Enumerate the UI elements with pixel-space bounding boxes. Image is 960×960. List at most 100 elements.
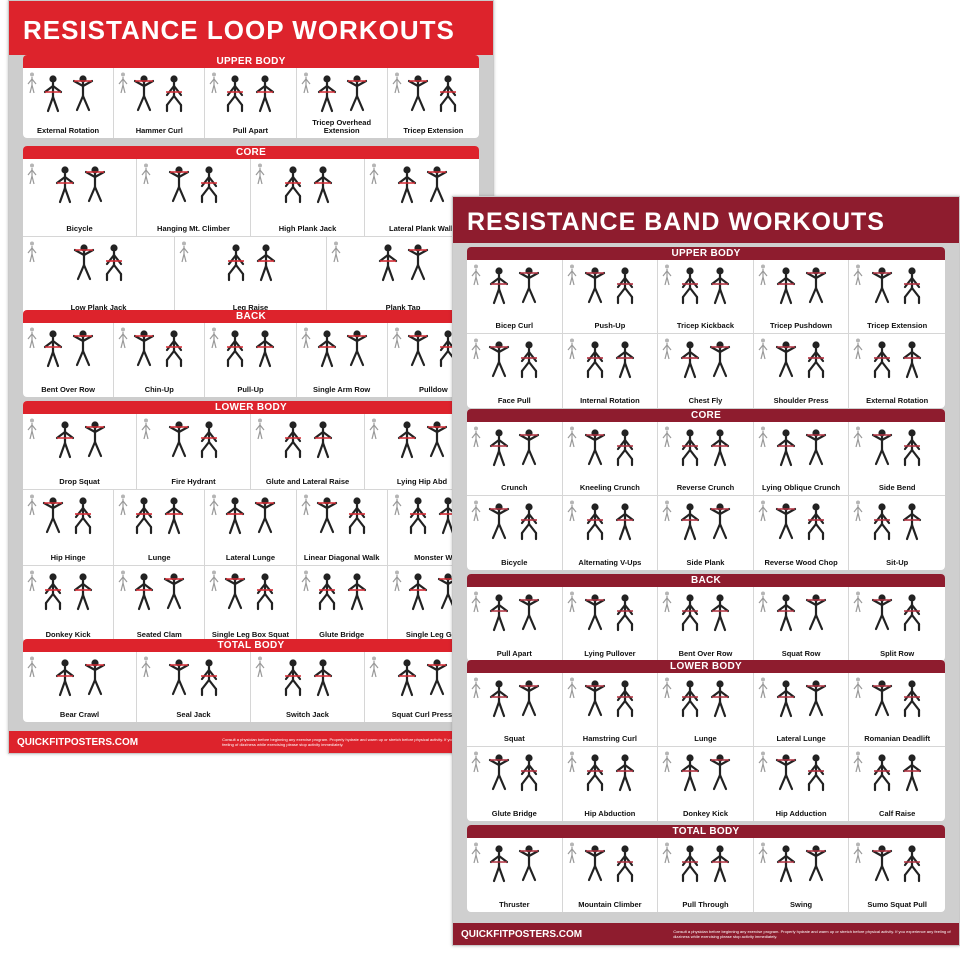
exercise-figure-icon: [677, 266, 733, 306]
exercise-figure-icon: [773, 844, 829, 884]
muscle-map-icon: [301, 570, 311, 597]
exercise-card-donkey-kick: Donkey Kick: [23, 566, 115, 642]
exercise-label: Lying Oblique Crunch: [762, 483, 841, 492]
exercise-label: Thruster: [499, 900, 530, 909]
exercise-figure-icon: [166, 658, 222, 698]
exercise-label: Calf Raise: [879, 809, 916, 818]
exercise-card-kneeling-crunch: Kneeling Crunch: [563, 422, 659, 495]
muscle-map-icon: [662, 264, 672, 291]
exercise-figure-icon: [582, 844, 638, 884]
loop-section-header: CORE: [23, 146, 479, 159]
muscle-map-icon: [853, 500, 863, 527]
muscle-map-icon: [758, 500, 768, 527]
exercise-figure-icon: [131, 329, 187, 369]
exercise-figure-icon: [773, 428, 829, 468]
muscle-map-icon: [27, 241, 37, 268]
muscle-map-icon: [255, 656, 265, 683]
muscle-map-icon: [853, 751, 863, 778]
exercise-label: Alternating V-Ups: [578, 558, 642, 567]
exercise-figure-icon: [486, 340, 542, 380]
exercise-figure-icon: [222, 496, 278, 536]
exercise-figure-icon: [52, 658, 108, 698]
exercise-figure-icon: [131, 74, 187, 114]
exercise-card-hamstring-curl: Hamstring Curl: [563, 673, 659, 746]
exercise-card-swing: Swing: [754, 838, 850, 912]
exercise-card-internal-rotation: Internal Rotation: [563, 334, 659, 408]
exercise-label: Mountain Climber: [578, 900, 642, 909]
exercise-figure-icon: [222, 329, 278, 369]
muscle-map-icon: [118, 494, 128, 521]
loop-poster-title: RESISTANCE LOOP WORKOUTS: [9, 1, 493, 55]
exercise-label: Hip Abduction: [584, 809, 636, 818]
band-section-total-body: TOTAL BODY Thruster Mountain Climber Pull T…: [467, 825, 945, 912]
exercise-card-hip-hinge: Hip Hinge: [23, 490, 115, 565]
exercise-card-bicep-curl: Bicep Curl: [467, 260, 563, 333]
exercise-label: Low Plank Jack: [70, 303, 127, 312]
exercise-label: Lateral Lunge: [225, 553, 276, 562]
exercise-figure-icon: [869, 428, 925, 468]
exercise-figure-icon: [314, 329, 370, 369]
muscle-map-icon: [27, 163, 37, 190]
exercise-card-pull-through: Pull Through: [658, 838, 754, 912]
band-poster-title: RESISTANCE BAND WORKOUTS: [453, 197, 959, 243]
exercise-card-bicycle: Bicycle: [23, 159, 137, 236]
muscle-map-icon: [662, 591, 672, 618]
exercise-label: Lateral Lunge: [776, 734, 826, 743]
exercise-label: Lunge: [694, 734, 717, 743]
exercise-card-lying-oblique-crunch: Lying Oblique Crunch: [754, 422, 850, 495]
exercise-card-single-arm-row: Single Arm Row: [297, 323, 388, 397]
exercise-card-bent-over-row: Bent Over Row: [658, 587, 754, 661]
muscle-map-icon: [27, 327, 37, 354]
exercise-card-chest-fly: Chest Fly: [658, 334, 754, 408]
exercise-card-external-rotation: External Rotation: [849, 334, 945, 408]
muscle-map-icon: [179, 241, 189, 268]
muscle-map-icon: [471, 500, 481, 527]
band-section-header: LOWER BODY: [467, 660, 945, 673]
exercise-card-tricep-overhead-extension: Tricep Overhead Extension: [297, 68, 388, 138]
exercise-label: Face Pull: [497, 396, 531, 405]
exercise-card-pull-up: Pull-Up: [205, 323, 297, 397]
exercise-figure-icon: [582, 593, 638, 633]
exercise-label: Hamstring Curl: [582, 734, 637, 743]
muscle-map-icon: [369, 418, 379, 445]
muscle-map-icon: [118, 327, 128, 354]
muscle-map-icon: [853, 426, 863, 453]
exercise-figure-icon: [131, 572, 187, 612]
exercise-card-linear-diagonal-walk: Linear Diagonal Walk: [297, 490, 388, 565]
exercise-card-lunge: Lunge: [658, 673, 754, 746]
muscle-map-icon: [471, 751, 481, 778]
exercise-card-hip-adduction: Hip Adduction: [754, 747, 850, 821]
muscle-map-icon: [471, 677, 481, 704]
muscle-map-icon: [27, 570, 37, 597]
muscle-map-icon: [853, 591, 863, 618]
exercise-label: Lying Hip Abd: [396, 477, 448, 486]
exercise-figure-icon: [677, 428, 733, 468]
band-section-header: TOTAL BODY: [467, 825, 945, 838]
exercise-figure-icon: [40, 74, 96, 114]
muscle-map-icon: [27, 656, 37, 683]
exercise-card-lying-pullover: Lying Pullover: [563, 587, 659, 661]
exercise-card-face-pull: Face Pull: [467, 334, 563, 408]
exercise-card-tricep-kickback: Tricep Kickback: [658, 260, 754, 333]
exercise-card-squat-row: Squat Row: [754, 587, 850, 661]
exercise-card-hammer-curl: Hammer Curl: [114, 68, 206, 138]
exercise-figure-icon: [677, 340, 733, 380]
exercise-label: Donkey Kick: [45, 630, 91, 639]
exercise-label: Donkey Kick: [682, 809, 728, 818]
exercise-figure-icon: [223, 243, 279, 283]
loop-section-header: UPPER BODY: [23, 55, 479, 68]
exercise-card-glute-and-lateral-raise: Glute and Lateral Raise: [251, 414, 365, 489]
exercise-card-crunch: Crunch: [467, 422, 563, 495]
exercise-label: Romanian Deadlift: [864, 734, 931, 743]
muscle-map-icon: [301, 72, 311, 99]
exercise-card-mountain-climber: Mountain Climber: [563, 838, 659, 912]
muscle-map-icon: [758, 264, 768, 291]
